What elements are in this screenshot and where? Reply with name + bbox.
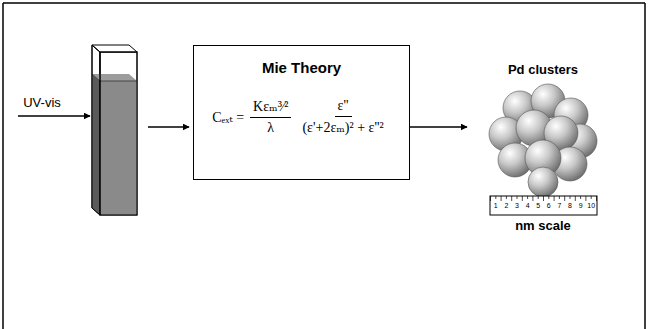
formula: Cₑₓₜ =Kεₘ³⁄²λε''(ε'+2εₘ)² + ε''² xyxy=(212,98,390,136)
ruler-number: 10 xyxy=(587,202,595,209)
fraction: Kεₘ³⁄²λ xyxy=(250,98,291,136)
ruler-tick xyxy=(559,196,560,199)
ruler-tick xyxy=(564,196,565,201)
flow-arrow xyxy=(148,127,189,128)
ruler-tick xyxy=(596,196,597,201)
ruler-tick xyxy=(532,196,533,201)
ruler-tick xyxy=(570,196,571,199)
theory-box: Mie TheoryCₑₓₜ =Kεₘ³⁄²λε''(ε'+2εₘ)² + ε'… xyxy=(193,45,410,180)
ruler-number: 1 xyxy=(494,202,498,209)
ruler-tick xyxy=(543,196,544,201)
ruler-number: 9 xyxy=(579,202,583,209)
ruler-number: 2 xyxy=(504,202,508,209)
ruler-tick xyxy=(548,196,549,199)
ruler-number: 3 xyxy=(515,202,519,209)
ruler-tick xyxy=(527,196,528,199)
fraction: ε''(ε'+2εₘ)² + ε''² xyxy=(299,98,386,136)
ruler-tick xyxy=(575,196,576,201)
frame xyxy=(3,3,645,329)
scale-label: nm scale xyxy=(515,218,571,233)
ruler-tick xyxy=(501,196,502,201)
ruler-number: 8 xyxy=(568,202,572,209)
ruler-tick xyxy=(585,196,586,201)
ruler-tick xyxy=(538,196,539,199)
numerator: ε'' xyxy=(335,98,352,117)
ruler-number: 7 xyxy=(557,202,561,209)
ruler-tick xyxy=(580,196,581,199)
ruler-tick xyxy=(490,196,491,201)
formula-term: Cₑₓₜ = xyxy=(212,109,244,126)
ruler-number: 4 xyxy=(526,202,530,209)
flow-arrow xyxy=(410,126,467,128)
ruler-tick xyxy=(511,196,512,201)
ruler-tick xyxy=(522,196,523,201)
ruler-tick xyxy=(591,196,592,199)
light-arrow xyxy=(18,116,90,117)
node-heading: Pd clusters xyxy=(508,62,578,77)
box-title: Mie Theory xyxy=(262,59,341,76)
cuvette xyxy=(92,45,137,215)
ruler-tick xyxy=(495,196,496,199)
cluster-node: Pd clusters xyxy=(468,62,618,194)
ruler-tick xyxy=(506,196,507,199)
light-label: UV-vis xyxy=(23,95,61,110)
ruler-number: 6 xyxy=(547,202,551,209)
ruler-tick xyxy=(554,196,555,201)
denominator: λ xyxy=(264,118,277,136)
ruler-number: 5 xyxy=(536,202,540,209)
numerator: Kεₘ³⁄² xyxy=(250,98,291,118)
ruler-tick xyxy=(517,196,518,199)
nm-ruler xyxy=(490,196,597,215)
pd-cluster-spheres xyxy=(489,84,597,197)
denominator: (ε'+2εₘ)² + ε''² xyxy=(299,117,386,136)
